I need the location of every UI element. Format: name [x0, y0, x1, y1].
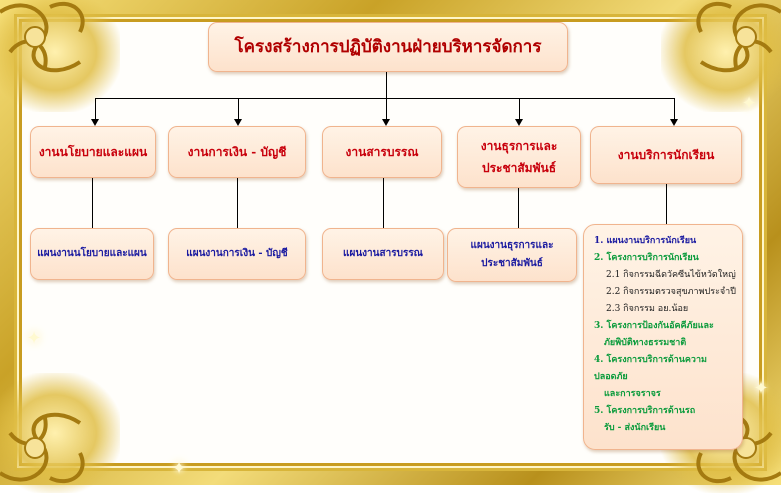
plan-box-policy: แผนงานนโยบายและแผน	[30, 228, 154, 280]
arrow-down-icon	[91, 119, 99, 126]
connector-line	[238, 98, 239, 120]
student-services-detail-box: 1. แผนงานบริการนักเรียน 2. โครงการบริการ…	[583, 224, 743, 450]
arrow-down-icon	[234, 119, 242, 126]
connector-line	[92, 178, 93, 228]
detail-item: 5. โครงการบริการด้านรถ	[594, 406, 696, 416]
plan-label: แผนงานการเงิน - บัญชี	[186, 248, 288, 259]
department-label-line2: ประชาสัมพันธ์	[481, 161, 557, 175]
department-label: งานบริการนักเรียน	[617, 148, 715, 162]
detail-item-cont: รับ - ส่งนักเรียน	[604, 423, 666, 433]
chart-title: โครงสร้างการปฏิบัติงานฝ่ายบริหารจัดการ	[234, 37, 542, 57]
sparkle-icon: ✦	[171, 458, 187, 479]
plan-box-records: แผนงานสารบรรณ	[322, 228, 444, 280]
ornament-corner-top-right	[661, 0, 781, 112]
connector-line	[237, 178, 238, 228]
connector-line	[666, 184, 667, 224]
ornament-corner-top-left	[0, 0, 120, 112]
department-box-policy: งานนโยบายและแผน	[30, 126, 156, 178]
department-box-records: งานสารบรรณ	[322, 126, 442, 178]
sparkle-icon: ✦	[753, 378, 769, 399]
detail-subitem: 2.3 กิจกรรม อย.น้อย	[606, 304, 689, 314]
arrow-down-icon	[670, 119, 678, 126]
connector-line	[95, 98, 674, 99]
detail-subitem: 2.1 กิจกรรมฉีดวัคซีนไข้หวัดใหญ่	[606, 270, 736, 280]
sparkle-icon: ✦	[741, 93, 757, 114]
ornament-corner-bottom-left	[0, 373, 120, 493]
department-box-finance: งานการเงิน - บัญชี	[168, 126, 306, 178]
connector-line	[519, 98, 520, 120]
department-label-line1: งานธุรการและ	[480, 139, 558, 153]
connector-line	[95, 98, 96, 120]
detail-item: 1. แผนงานบริการนักเรียน	[594, 236, 697, 246]
plan-label: แผนงานสารบรรณ	[343, 248, 423, 259]
detail-subitem: 2.2 กิจกรรมตรวจสุขภาพประจำปี	[606, 287, 736, 297]
detail-item-cont: และการจราจร	[604, 389, 661, 399]
connector-line	[518, 188, 519, 228]
chart-title-box: โครงสร้างการปฏิบัติงานฝ่ายบริหารจัดการ	[208, 22, 568, 72]
detail-item: 4. โครงการบริการด้านความปลอดภัย	[594, 355, 707, 382]
department-box-student-services: งานบริการนักเรียน	[590, 126, 742, 184]
connector-line	[674, 98, 675, 120]
connector-line	[383, 178, 384, 228]
department-label: งานนโยบายและแผน	[38, 145, 148, 159]
plan-label-line2: ประชาสัมพันธ์	[481, 258, 543, 269]
department-box-admin-pr: งานธุรการและ ประชาสัมพันธ์	[457, 126, 581, 188]
connector-line	[386, 72, 387, 98]
plan-box-finance: แผนงานการเงิน - บัญชี	[168, 228, 306, 280]
detail-item: 2. โครงการบริการนักเรียน	[594, 253, 699, 263]
arrow-down-icon	[382, 119, 390, 126]
department-label: งานการเงิน - บัญชี	[187, 145, 287, 159]
plan-label: แผนงานนโยบายและแผน	[37, 248, 147, 259]
sparkle-icon: ✦	[26, 328, 42, 349]
plan-box-admin-pr: แผนงานธุรการและ ประชาสัมพันธ์	[447, 228, 577, 282]
plan-label-line1: แผนงานธุรการและ	[470, 240, 554, 251]
department-label: งานสารบรรณ	[345, 145, 419, 159]
arrow-down-icon	[515, 119, 523, 126]
detail-item-cont: ภัยพิบัติทางธรรมชาติ	[604, 338, 687, 348]
connector-line	[386, 98, 387, 120]
detail-item: 3. โครงการป้องกันอัคคีภัยและ	[594, 321, 714, 331]
